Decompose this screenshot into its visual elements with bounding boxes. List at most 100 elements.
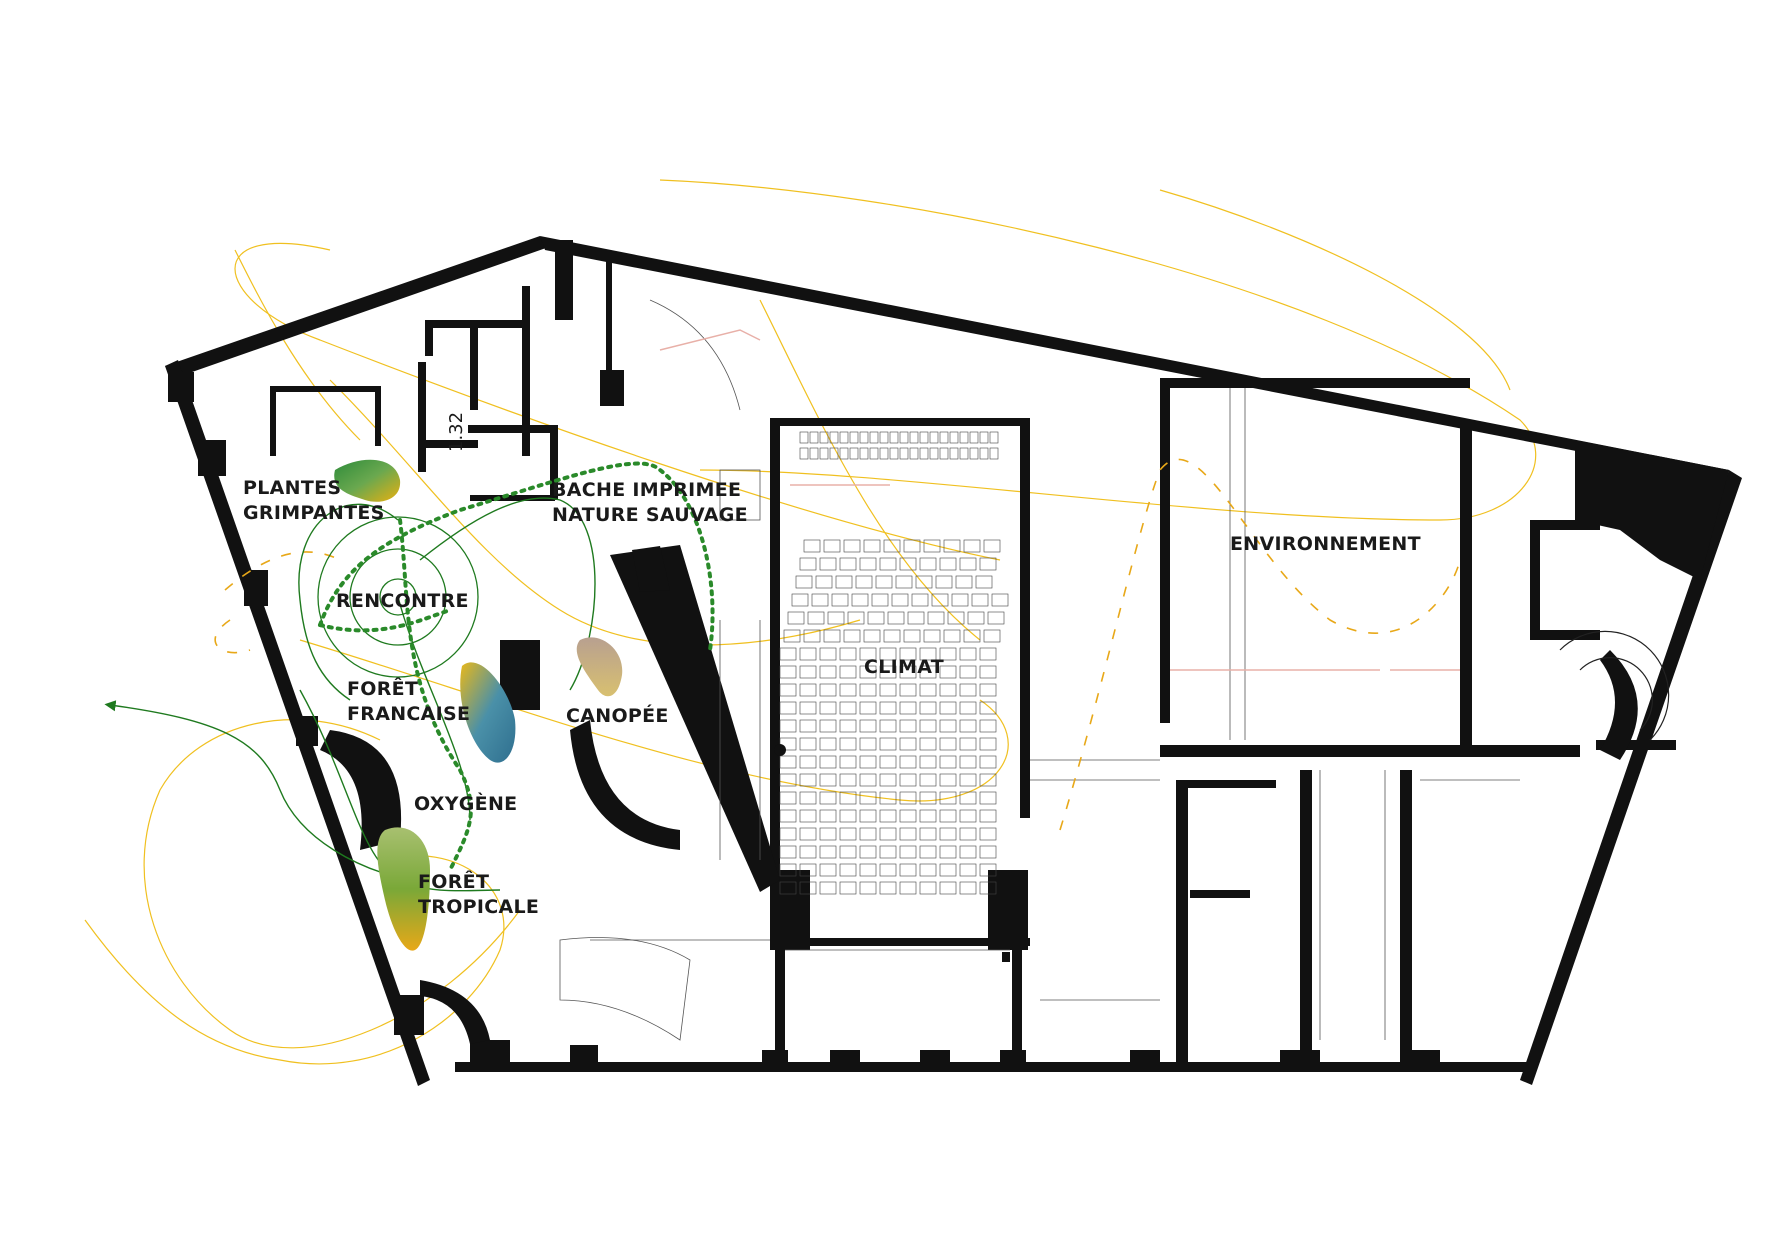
seat: [959, 737, 977, 751]
seat: [779, 683, 797, 697]
seat: [903, 629, 921, 643]
seat: [839, 447, 849, 460]
seat: [939, 773, 957, 787]
seat: [891, 593, 909, 607]
seat: [903, 539, 921, 553]
seat: [859, 701, 877, 715]
seat: [939, 791, 957, 805]
seat: [879, 773, 897, 787]
seat: [939, 737, 957, 751]
seat: [809, 431, 819, 444]
seat: [859, 719, 877, 733]
seat: [899, 683, 917, 697]
rencontre-target-circles: [317, 516, 479, 678]
seat: [959, 447, 969, 460]
seat: [979, 845, 997, 859]
seat: [959, 809, 977, 823]
seat: [919, 683, 937, 697]
seat: [859, 557, 877, 571]
seat: [949, 431, 959, 444]
seat: [919, 845, 937, 859]
label-bache-line2: NATURE SAUVAGE: [552, 504, 748, 526]
seat: [779, 773, 797, 787]
seat: [955, 575, 973, 589]
seat: [799, 719, 817, 733]
seat: [939, 647, 957, 661]
seat: [839, 647, 857, 661]
seat: [843, 629, 861, 643]
label-climat: CLIMAT: [864, 656, 944, 678]
seat: [799, 773, 817, 787]
seat: [919, 431, 929, 444]
label-bache-line1: BACHE IMPRIMEE: [552, 479, 741, 501]
seat: [879, 827, 897, 841]
seat: [939, 665, 957, 679]
seat: [859, 863, 877, 877]
seat: [927, 611, 945, 625]
foliage-swatch-icon: [460, 662, 516, 763]
seat: [975, 575, 993, 589]
seat: [859, 809, 877, 823]
seat: [819, 431, 829, 444]
seat: [971, 593, 989, 607]
seat: [819, 881, 837, 895]
seat: [849, 447, 859, 460]
seat: [815, 575, 833, 589]
label-oxygene: OXYGÈNE: [414, 792, 517, 815]
seat: [979, 683, 997, 697]
seat: [799, 557, 817, 571]
foliage-swatch-icon: [576, 637, 623, 697]
seat: [979, 755, 997, 769]
seat: [963, 629, 981, 643]
label-environnement: ENVIRONNEMENT: [1230, 533, 1421, 555]
seat: [959, 881, 977, 895]
seat: [779, 863, 797, 877]
seat: [863, 629, 881, 643]
seat: [979, 773, 997, 787]
seat: [819, 791, 837, 805]
seat: [879, 809, 897, 823]
seat: [939, 683, 957, 697]
seat: [779, 719, 797, 733]
seat: [859, 827, 877, 841]
seat: [799, 755, 817, 769]
seat: [863, 539, 881, 553]
seat: [879, 683, 897, 697]
seat: [803, 539, 821, 553]
seat: [879, 881, 897, 895]
seat: [923, 539, 941, 553]
seat: [979, 809, 997, 823]
seat: [799, 827, 817, 841]
seat: [859, 431, 869, 444]
label-plantes-line2: GRIMPANTES: [243, 502, 385, 524]
seat: [783, 629, 801, 643]
seat: [779, 701, 797, 715]
seat: [839, 683, 857, 697]
seat: [899, 845, 917, 859]
seat: [879, 647, 897, 661]
column-dots: [774, 744, 1010, 962]
seat: [839, 791, 857, 805]
seat: [899, 827, 917, 841]
seat: [923, 629, 941, 643]
seat: [899, 809, 917, 823]
seat: [979, 863, 997, 877]
seat: [899, 447, 909, 460]
seat: [779, 881, 797, 895]
seat: [951, 593, 969, 607]
seat: [859, 755, 877, 769]
seat: [799, 447, 809, 460]
green-dotted-path: [318, 461, 715, 872]
seat: [859, 881, 877, 895]
seat: [819, 737, 837, 751]
seat: [979, 431, 989, 444]
door-markers: [659, 329, 1460, 671]
seat: [799, 881, 817, 895]
seat: [899, 773, 917, 787]
seat: [849, 431, 859, 444]
seat: [807, 611, 825, 625]
seat: [779, 755, 797, 769]
seat: [875, 575, 893, 589]
seat: [919, 791, 937, 805]
seat: [899, 647, 917, 661]
